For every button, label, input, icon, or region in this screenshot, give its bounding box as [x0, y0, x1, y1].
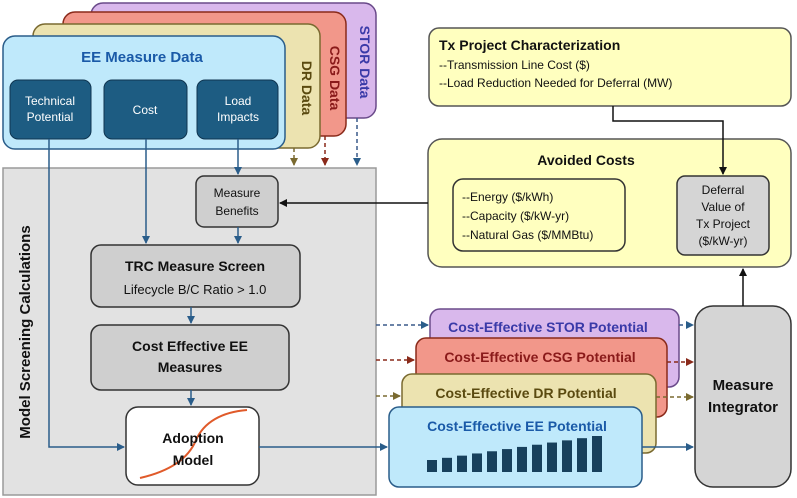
- ee-potential-bars: [427, 436, 602, 472]
- arrow-tx-to-deferral: [612, 106, 727, 175]
- arrow-technical-to-adoption: [48, 139, 125, 451]
- measure-integrator-box: [694, 305, 792, 488]
- avoided-costs-title: Avoided Costs: [537, 152, 635, 168]
- deferral-line-4: ($/kW-yr): [698, 234, 747, 248]
- integrator-line-1: Measure: [713, 377, 774, 394]
- ee-potential-bar: [532, 444, 542, 472]
- adoption-s-curve: [139, 409, 248, 479]
- adoption-line-1: Adoption: [162, 430, 223, 446]
- ee-measure-data-title: EE Measure Data: [81, 49, 203, 66]
- measure-benefits-line-1: Measure: [214, 186, 261, 200]
- trc-subtitle: Lifecycle B/C Ratio > 1.0: [124, 282, 267, 297]
- trc-title: TRC Measure Screen: [125, 258, 265, 274]
- ee-potential-bar: [472, 453, 482, 472]
- stor-data-label: STOR Data: [357, 26, 373, 99]
- ce-ee-line-1: Cost Effective EE: [132, 338, 248, 354]
- stor-potential-label: Cost-Effective STOR Potential: [448, 319, 648, 335]
- tx-project-title: Tx Project Characterization: [439, 37, 620, 53]
- capacity-item: --Capacity ($/kW-yr): [462, 209, 569, 223]
- deferral-value-box: [676, 175, 770, 256]
- load-impacts-label-1: Load: [225, 94, 252, 108]
- dr-potential-label: Cost-Effective DR Potential: [435, 385, 616, 401]
- deferral-line-1: Deferral: [702, 183, 745, 197]
- ee-potential-bar: [487, 451, 497, 472]
- ee-potential-bar: [577, 438, 587, 472]
- ee-potential-label: Cost-Effective EE Potential: [427, 418, 607, 434]
- deferral-line-3: Tx Project: [696, 217, 751, 231]
- energy-item: --Energy ($/kWh): [462, 190, 553, 204]
- ee-potential-bar: [517, 446, 527, 472]
- csg-potential-label: Cost-Effective CSG Potential: [444, 349, 635, 365]
- ee-potential-bar: [547, 442, 557, 472]
- technical-potential-label-1: Technical: [25, 94, 75, 108]
- trc-measure-screen-box: [90, 244, 301, 308]
- technical-potential-box: [9, 79, 92, 140]
- dr-data-label: DR Data: [299, 61, 315, 116]
- load-impacts-label-2: Impacts: [217, 110, 259, 124]
- ee-potential-bar: [592, 436, 602, 472]
- tx-project-line-1: --Transmission Line Cost ($): [439, 58, 590, 72]
- csg-data-label: CSG Data: [327, 46, 343, 111]
- measure-benefits-line-2: Benefits: [215, 204, 258, 218]
- adoption-line-2: Model: [173, 452, 213, 468]
- cost-effective-ee-measures-box: [90, 324, 290, 391]
- measure-benefits-box: [195, 175, 279, 228]
- integrator-line-2: Integrator: [708, 399, 778, 416]
- avoided-costs-items-box: [452, 178, 626, 252]
- ee-potential-bar: [457, 455, 467, 472]
- ce-ee-line-2: Measures: [158, 359, 223, 375]
- ee-potential-bar: [502, 449, 512, 472]
- ee-potential-bar: [442, 457, 452, 472]
- screening-panel-label: Model Screening Calculations: [17, 225, 34, 438]
- deferral-line-2: Value of: [701, 200, 745, 214]
- tx-project-box: [428, 27, 792, 107]
- cost-label: Cost: [133, 103, 158, 117]
- ee-potential-bar: [562, 440, 572, 472]
- tx-project-line-2: --Load Reduction Needed for Deferral (MW…: [439, 76, 672, 90]
- technical-potential-label-2: Potential: [27, 110, 74, 124]
- ee-potential-bar: [427, 460, 437, 472]
- natural-gas-item: --Natural Gas ($/MMBtu): [462, 228, 593, 242]
